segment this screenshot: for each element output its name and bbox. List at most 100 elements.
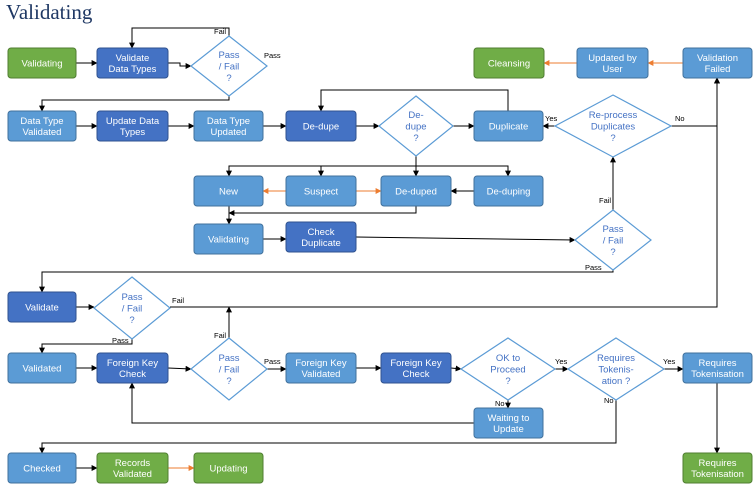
d-pass-fail-2-label: / Fail xyxy=(603,235,624,246)
edge-decision-to-deduping xyxy=(415,156,511,177)
n-waiting-to-update-label: Waiting to xyxy=(488,413,530,424)
n-validated-box xyxy=(7,352,77,384)
n-de-duping-label: De-duping xyxy=(487,186,531,197)
n-requires-tokenisation-1-box xyxy=(682,352,753,384)
edge-deduped-to-new-bottom xyxy=(228,206,417,216)
n-validating-2-label: Validating xyxy=(208,234,249,245)
n-cleansing-box xyxy=(473,47,545,79)
d-ok-to-proceed-diamond xyxy=(459,337,557,401)
n-validation-failed-box xyxy=(682,47,753,79)
n-de-duped-label: De-duped xyxy=(395,186,437,197)
lbl-fail-3: Fail xyxy=(172,296,184,305)
n-validate: Validate xyxy=(7,291,77,323)
d-pass-fail-1-label: Pass xyxy=(218,50,239,61)
n-validating-start-label: Validating xyxy=(21,58,62,69)
n-suspect: Suspect xyxy=(285,175,357,207)
edge-validate-types-to-decision1 xyxy=(168,62,192,69)
d-pass-fail-3-label: / Fail xyxy=(122,303,143,314)
d-pass-fail-3: Pass/ Fail? xyxy=(93,276,171,340)
lbl-no-token: No xyxy=(604,396,614,405)
n-validating-2: Validating xyxy=(193,223,264,255)
d-pass-fail-4-label: Pass xyxy=(218,353,239,364)
edge-check-to-decision2 xyxy=(355,236,576,243)
n-requires-tokenisation-1-label: Tokenisation xyxy=(691,369,744,380)
n-new-box xyxy=(193,175,264,207)
page-title: Validating xyxy=(6,0,93,24)
n-validated-label: Validated xyxy=(23,363,62,374)
n-new: New xyxy=(193,175,264,207)
d-de-dupe: De-dupe? xyxy=(378,95,454,157)
d-de-dupe-diamond xyxy=(378,95,454,157)
n-requires-tokenisation-2-box xyxy=(682,452,753,484)
n-foreign-key-validated-label: Foreign Key xyxy=(295,358,346,369)
d-de-dupe-label: ? xyxy=(413,133,418,144)
n-check-duplicate-label: Duplicate xyxy=(301,238,341,249)
d-pass-fail-1-diamond xyxy=(190,35,268,97)
n-foreign-key-validated-box xyxy=(285,352,357,384)
n-suspect-box xyxy=(285,175,357,207)
edge-decision1-pass xyxy=(39,96,230,112)
d-pass-fail-4: Pass/ Fail? xyxy=(190,337,268,401)
d-pass-fail-1: Pass/ Fail? xyxy=(190,35,268,97)
n-foreign-key-validated-label: Validated xyxy=(302,369,341,380)
n-validate-box xyxy=(7,291,77,323)
lbl-yes-ok: Yes xyxy=(555,357,567,366)
n-checked-box xyxy=(7,452,77,484)
n-checked: Checked xyxy=(7,452,77,484)
n-updated-by-user-box xyxy=(576,47,649,79)
n-waiting-to-update-label: Update xyxy=(493,424,524,435)
lbl-fail-2: Fail xyxy=(599,196,611,205)
edge-fkcheck2-to-ok xyxy=(450,365,462,372)
n-requires-tokenisation-2-label: Tokenisation xyxy=(691,469,744,480)
edge-fkcheck-to-decision4 xyxy=(167,365,192,372)
n-duplicate-label: Duplicate xyxy=(489,121,529,132)
n-de-duping-box xyxy=(473,175,544,207)
n-foreign-key-check-1-label: Foreign Key xyxy=(107,358,158,369)
n-data-type-updated-label: Updated xyxy=(211,127,247,138)
n-duplicate-box xyxy=(473,110,544,142)
lbl-no-ok: No xyxy=(495,399,505,408)
n-duplicate: Duplicate xyxy=(473,110,544,142)
d-requires-tokenisation-label: ation ? xyxy=(602,376,631,387)
n-updated-by-user-label: User xyxy=(602,64,622,75)
n-data-type-updated-label: Data Type xyxy=(207,116,250,127)
d-pass-fail-2-diamond xyxy=(574,209,652,271)
n-validation-failed-label: Failed xyxy=(705,64,731,75)
n-suspect-label: Suspect xyxy=(304,186,339,197)
d-requires-tokenisation-diamond xyxy=(566,337,666,401)
d-ok-to-proceed-label: ? xyxy=(505,376,510,387)
n-data-type-updated-box xyxy=(193,110,264,142)
n-foreign-key-check-2-box xyxy=(380,352,452,384)
lbl-pass-1: Pass xyxy=(264,51,281,60)
n-validating-start: Validating xyxy=(7,47,77,79)
n-requires-tokenisation-2-label: Requires xyxy=(698,458,736,469)
n-validated: Validated xyxy=(7,352,77,384)
n-validate-data-types-label: Validate xyxy=(116,53,150,64)
d-reprocess-diamond xyxy=(553,94,673,158)
n-requires-tokenisation-1-label: Requires xyxy=(698,358,736,369)
n-validating-start-box xyxy=(7,47,77,79)
n-records-validated-label: Records xyxy=(115,458,151,469)
d-requires-tokenisation-label: Tokenis- xyxy=(598,364,633,375)
lbl-no-reprocess: No xyxy=(675,114,685,123)
n-validation-failed-label: Validation xyxy=(697,53,738,64)
n-update-data-types-label: Types xyxy=(120,127,146,138)
n-updating: Updating xyxy=(193,452,264,484)
lbl-pass-3: Pass xyxy=(112,336,129,345)
lbl-pass-4: Pass xyxy=(264,357,281,366)
d-pass-fail-2-label: Pass xyxy=(602,224,623,235)
n-update-data-types-label: Update Data xyxy=(106,116,160,127)
n-de-duped: De-duped xyxy=(380,175,452,207)
